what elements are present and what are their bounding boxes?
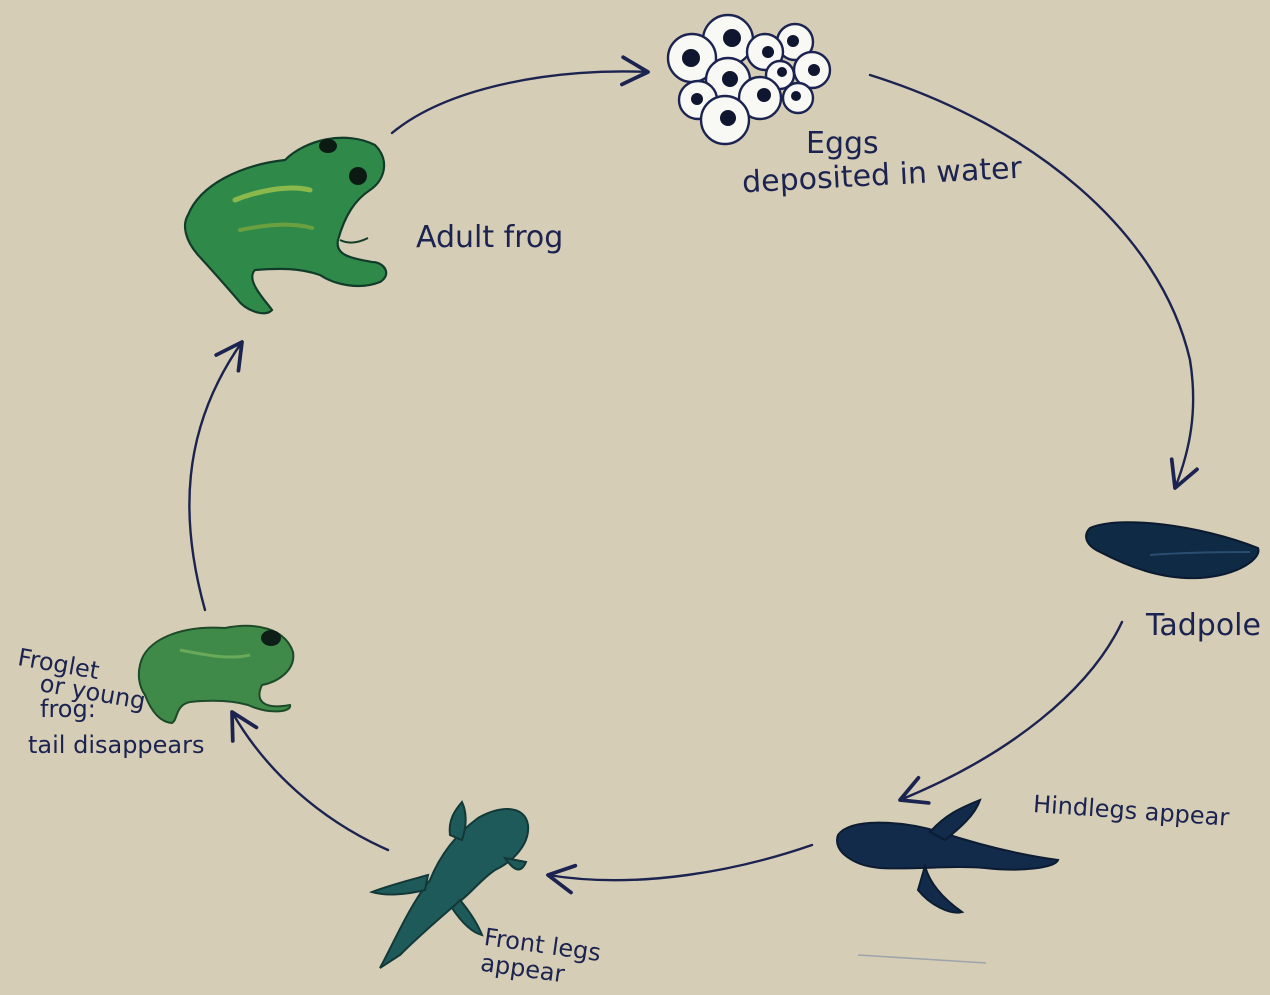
arrow-froglet-to-adult (189, 342, 242, 610)
label-froglet: Froglet or young frog: tail disappears (18, 645, 205, 759)
label-eggs: Eggs deposited in water (742, 128, 1022, 193)
arrow-tadpole-to-hindlegs (900, 622, 1122, 800)
label-tadpole-line1: Tadpole (1146, 610, 1261, 642)
arrow-frontlegs-to-froglet (232, 712, 388, 850)
hindlegs-tadpole-illustration (837, 800, 1058, 913)
eggs-illustration (668, 15, 830, 144)
label-adult: Adult frog (416, 222, 563, 254)
label-tadpole: Tadpole (1146, 610, 1261, 642)
adult-frog-illustration (185, 138, 386, 313)
scan-line-artifact (858, 955, 986, 963)
arrow-hindlegs-to-frontlegs (548, 845, 812, 880)
label-adult-line1: Adult frog (416, 222, 563, 254)
arrow-adult-to-eggs (392, 71, 648, 133)
label-froglet-line4: tail disappears (28, 733, 205, 759)
tadpole-illustration (1086, 522, 1258, 578)
